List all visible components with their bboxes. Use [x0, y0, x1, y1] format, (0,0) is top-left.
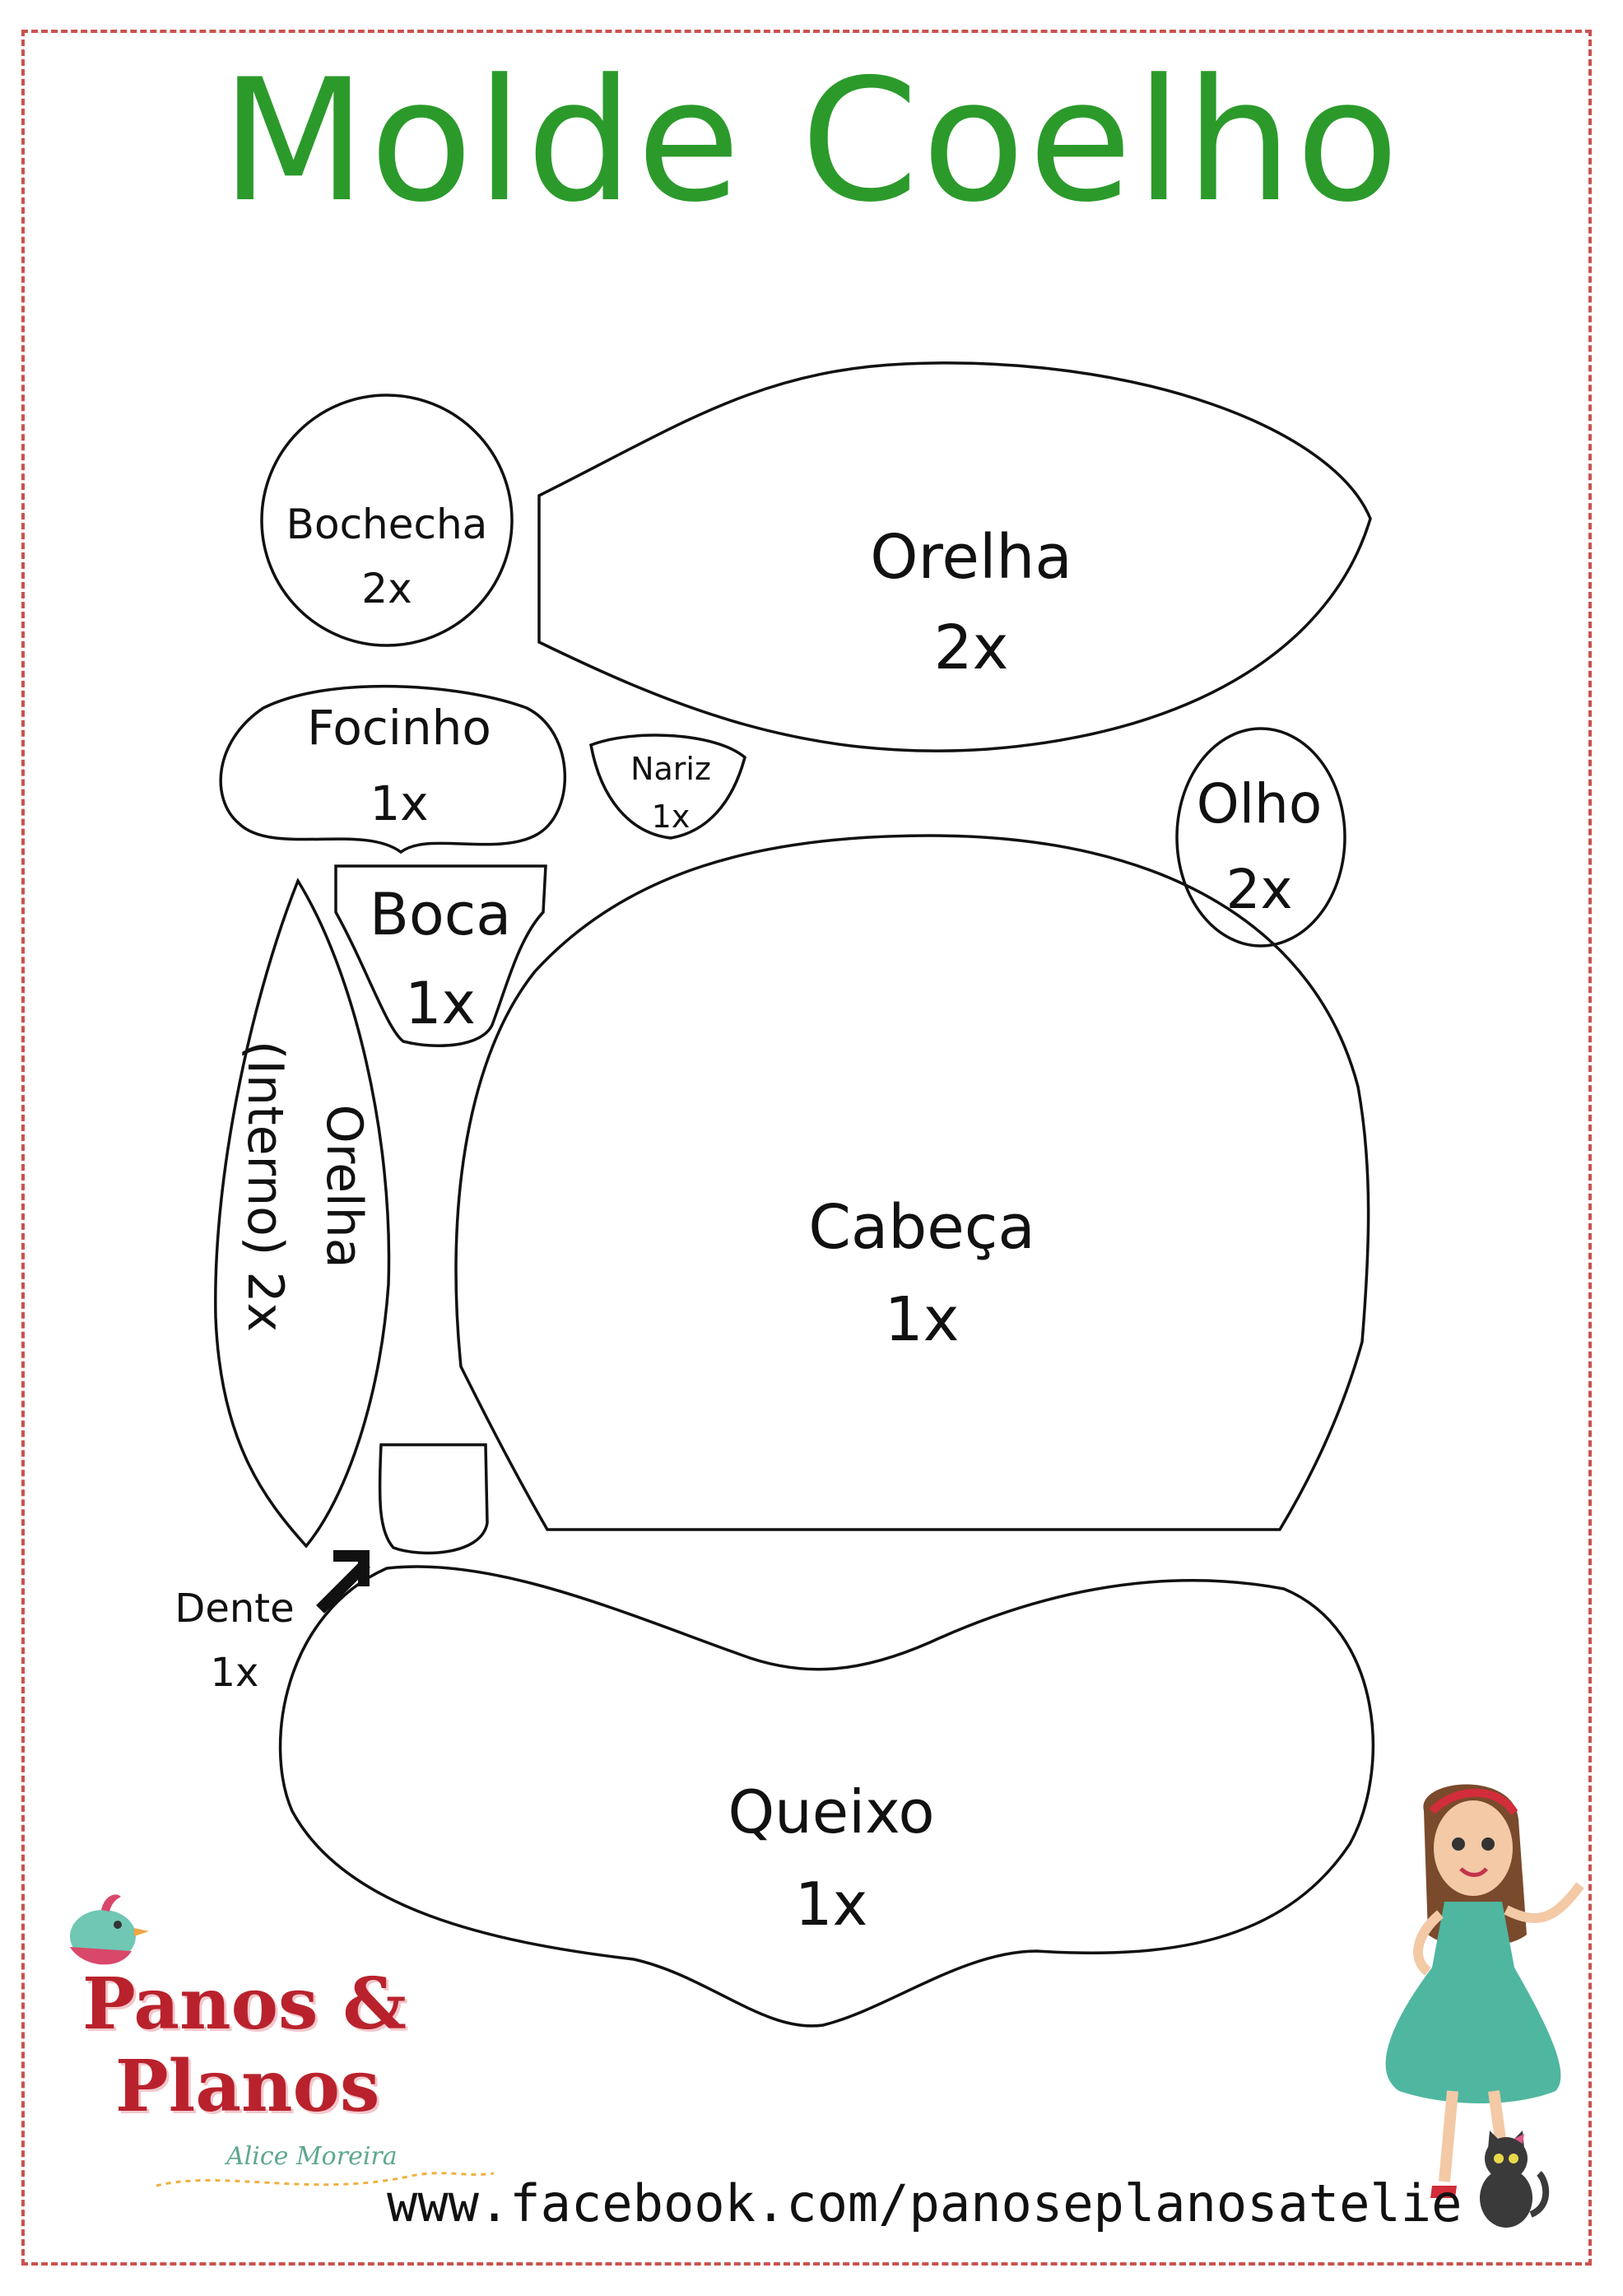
- arrow-up-right-icon: [316, 1550, 370, 1614]
- bird-icon: [70, 1894, 149, 1965]
- nariz-shape: [589, 734, 746, 840]
- focinho-shape: [219, 684, 567, 855]
- orelha-shape: [537, 361, 1372, 752]
- label-orelha-interno: Orelha(Interno) 2x: [236, 1040, 373, 1333]
- brand-logo: Panos & Planos Alice Moreira: [49, 1885, 495, 2187]
- cabeca-shape: [454, 834, 1370, 1531]
- cat-icon: [1480, 2131, 1550, 2228]
- facebook-link[interactable]: www.facebook.com/panoseplanosatelie: [387, 2173, 1463, 2233]
- boca-shape: [334, 864, 547, 1048]
- orelha-interno-shape: [214, 878, 391, 1549]
- brand-name: Panos & Planos: [82, 1963, 407, 2128]
- olho-shape: [1175, 727, 1346, 948]
- dente-shape: [378, 1443, 489, 1555]
- page-title: Molde Coelho: [221, 44, 1402, 240]
- girl-illustration: [1385, 1784, 1584, 2198]
- bochecha-shape: [260, 394, 514, 647]
- queixo-shape: [278, 1565, 1375, 2028]
- page-border: [21, 30, 1592, 2266]
- brand-underline: [156, 2172, 495, 2187]
- brand-author: Alice Moreira: [226, 2142, 398, 2171]
